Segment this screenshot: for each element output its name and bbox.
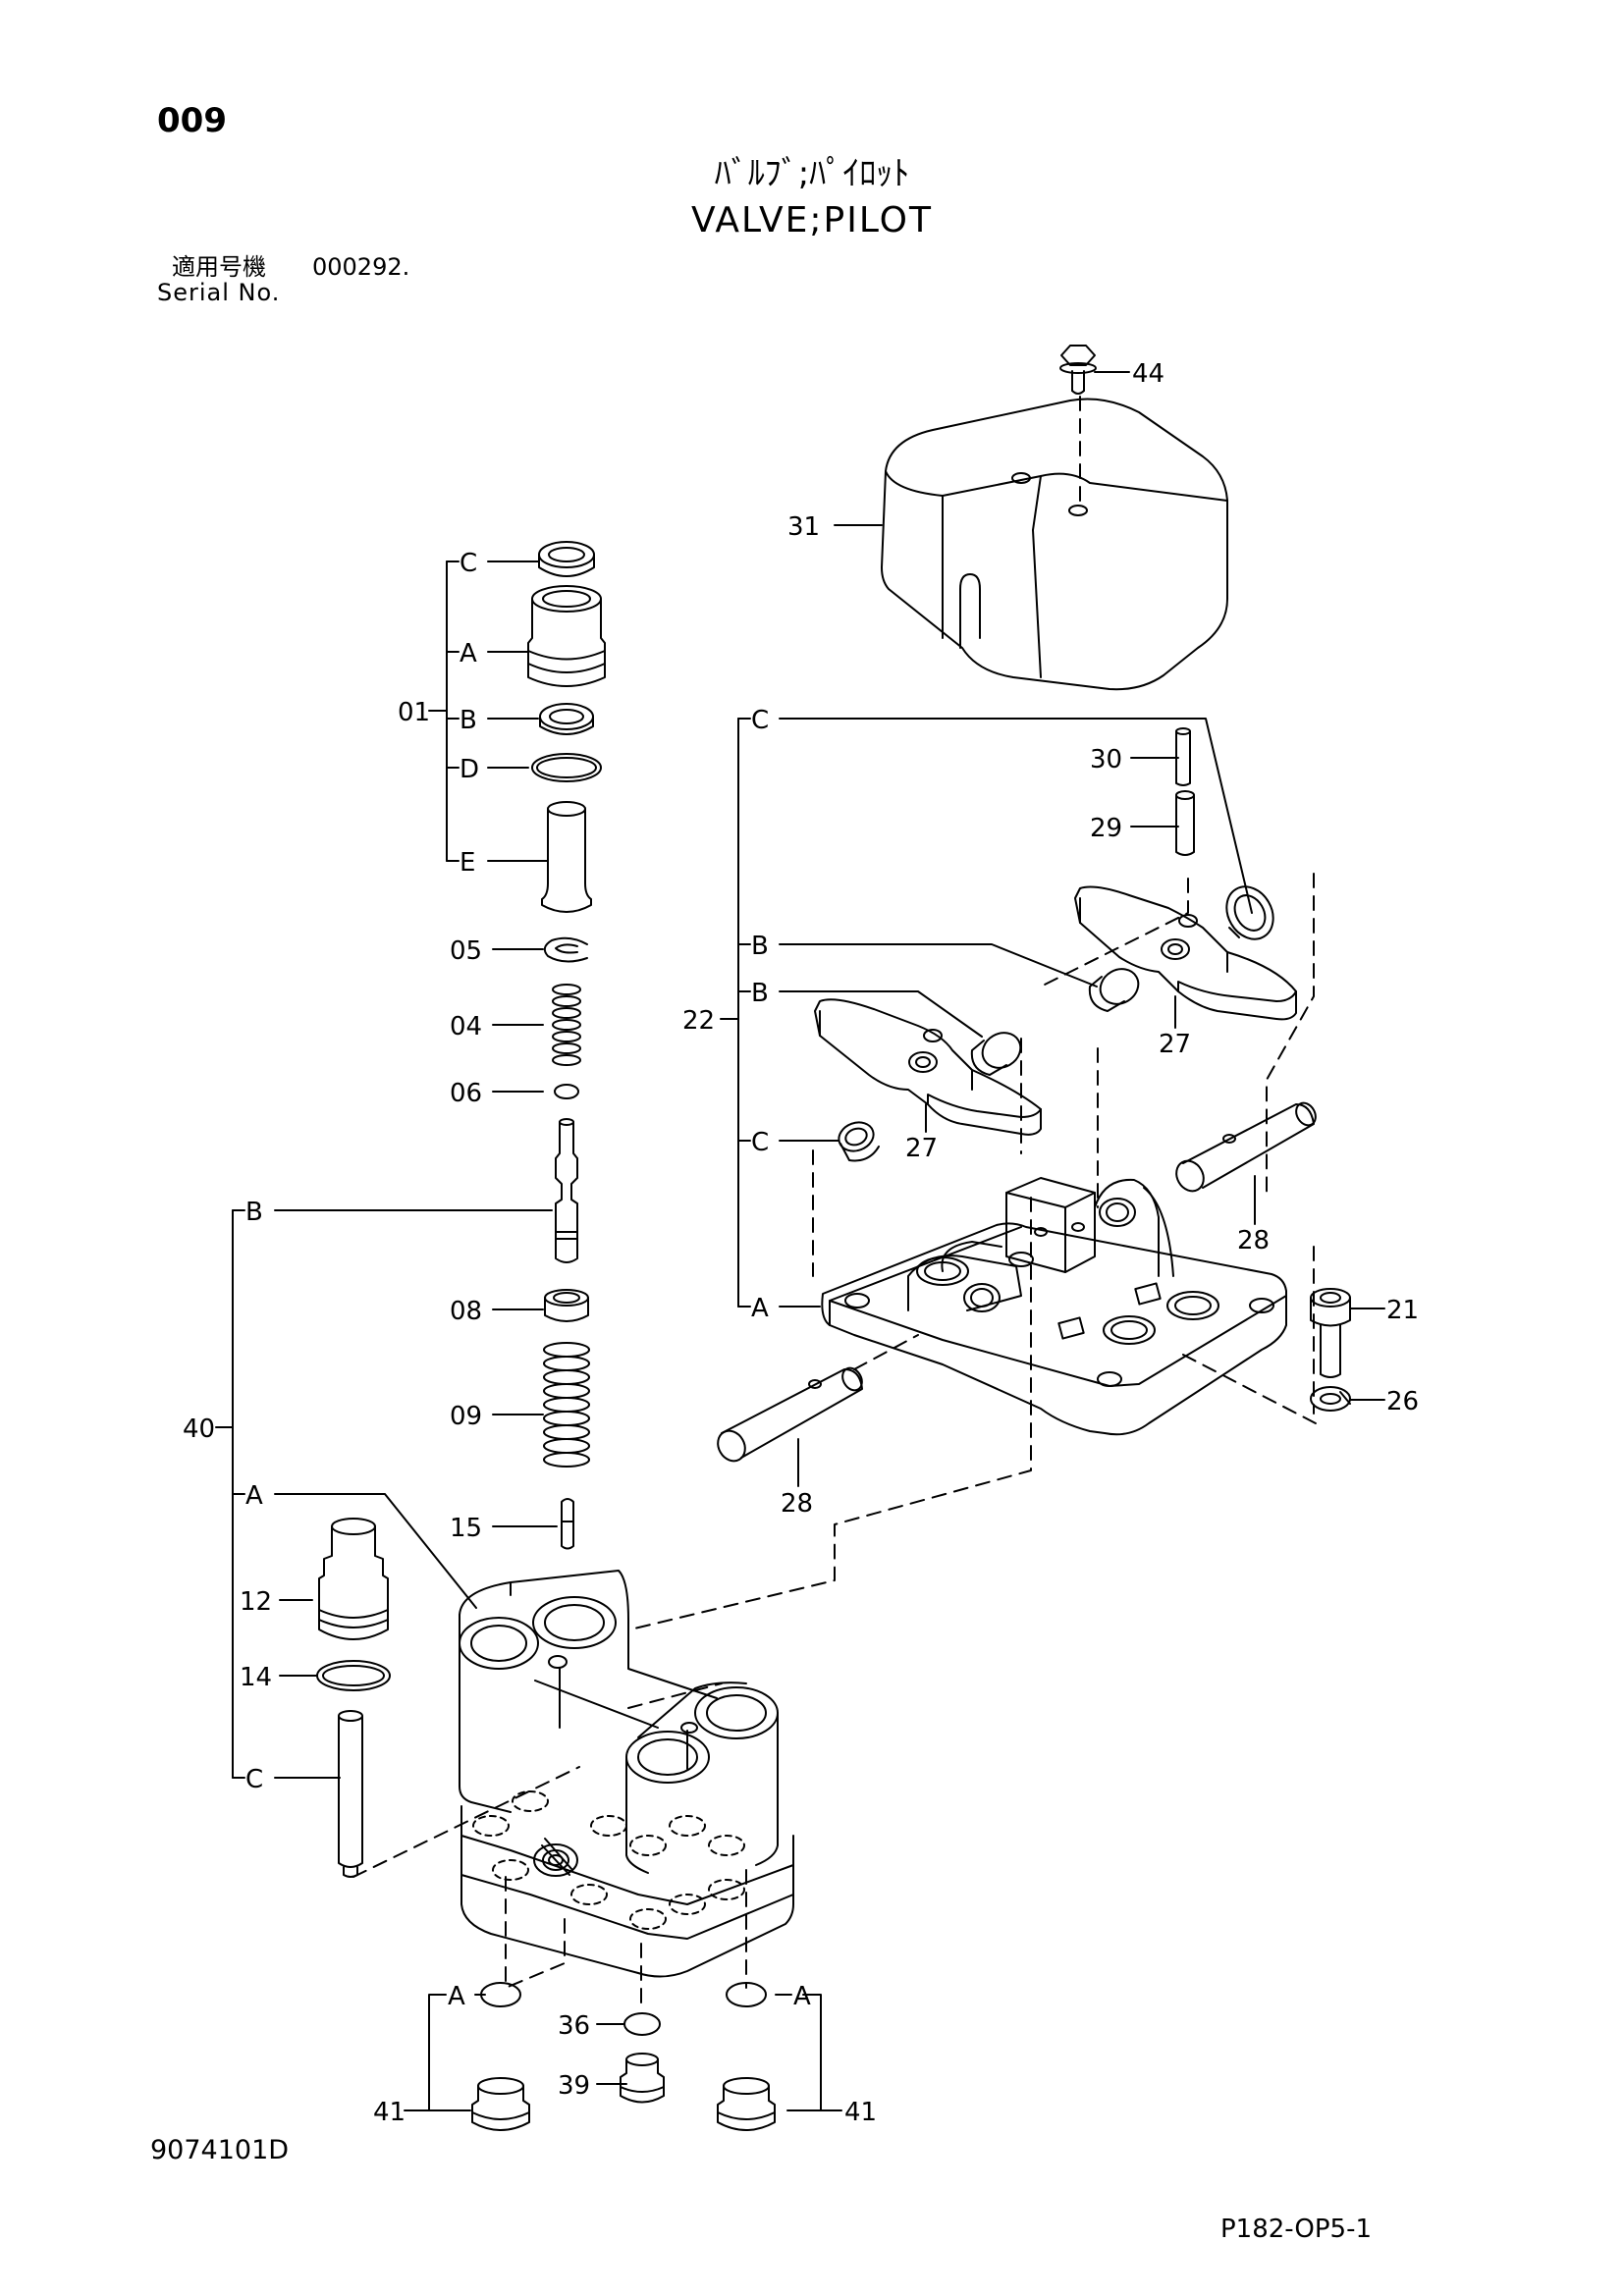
- callout-36: 36: [558, 2011, 590, 2041]
- callout-40-a: A: [245, 1481, 263, 1511]
- part-26-washer: [1310, 1386, 1351, 1412]
- callout-01-a: A: [460, 639, 477, 668]
- callout-41-right: 41: [844, 2098, 877, 2127]
- callout-22-a: A: [751, 1294, 769, 1323]
- callout-06: 06: [450, 1079, 482, 1108]
- part-28-pin-left: [717, 1366, 863, 1463]
- callout-12: 12: [240, 1587, 272, 1617]
- part-27-left-plate: [814, 998, 1042, 1136]
- part-28-pin-right: [1175, 1101, 1317, 1193]
- callout-01: 01: [398, 698, 430, 727]
- callout-44: 44: [1132, 359, 1164, 389]
- callout-21: 21: [1386, 1296, 1419, 1325]
- title-english: VALVE;PILOT: [691, 200, 933, 240]
- part-22b-bushing-right: [1088, 968, 1140, 1012]
- part-22c-bushing-left: [838, 1121, 880, 1162]
- callout-01-c: C: [460, 549, 477, 578]
- part-41-plug-right: [717, 2077, 776, 2131]
- part-40a-casing: [459, 1570, 794, 1978]
- part-a-o-ring-right: [726, 1982, 767, 2007]
- part-a-o-ring-left: [480, 1982, 521, 2007]
- part-36-o-ring: [623, 2012, 661, 2036]
- callout-22-c-upper: C: [751, 706, 769, 735]
- part-06-washer: [554, 1084, 579, 1099]
- callout-41-right-a: A: [793, 1982, 811, 2011]
- callout-08: 08: [450, 1297, 482, 1326]
- callout-22-b-upper: B: [751, 932, 769, 961]
- callout-14: 14: [240, 1663, 272, 1692]
- part-40b-spool: [555, 1118, 578, 1263]
- part-22b-bushing-left: [970, 1032, 1022, 1076]
- serial-label-japanese: 適用号機: [172, 253, 266, 281]
- callout-28-right: 28: [1237, 1226, 1270, 1255]
- callout-27-right: 27: [1159, 1030, 1191, 1059]
- callout-41-left: 41: [373, 2098, 406, 2127]
- callout-22-b-lower: B: [751, 979, 769, 1008]
- part-29-pin: [1175, 790, 1195, 856]
- assembly-dashed-lines: [352, 396, 1317, 2008]
- callout-26: 26: [1386, 1387, 1419, 1416]
- part-21-socket-bolt: [1310, 1288, 1351, 1378]
- callout-09: 09: [450, 1402, 482, 1431]
- page-code: P182-OP5-1: [1220, 2215, 1373, 2244]
- part-09-return-spring: [543, 1342, 590, 1468]
- part-14-o-ring: [316, 1660, 391, 1691]
- drawing-number: 9074101D: [150, 2135, 290, 2165]
- callout-28-left: 28: [781, 1489, 813, 1519]
- part-31-cover: [881, 398, 1228, 691]
- page-number: 009: [157, 101, 227, 140]
- callout-30: 30: [1090, 745, 1122, 774]
- callout-04: 04: [450, 1012, 482, 1041]
- callout-01-e: E: [460, 848, 475, 878]
- part-40c-pin: [338, 1710, 363, 1878]
- part-15-pin: [561, 1498, 574, 1550]
- leader-lines: [215, 371, 1385, 2111]
- callout-39: 39: [558, 2071, 590, 2101]
- callout-29: 29: [1090, 814, 1122, 843]
- callout-22: 22: [682, 1006, 715, 1036]
- title-japanese: ﾊﾞﾙﾌﾞ;ﾊﾟｲﾛｯﾄ: [714, 154, 910, 193]
- part-30-pin: [1175, 727, 1191, 786]
- serial-label-english: Serial No.: [157, 279, 281, 306]
- part-22c-bushing-right: [1225, 885, 1274, 940]
- part-04-spring: [552, 984, 581, 1066]
- serial-number-value: 000292.: [312, 253, 410, 281]
- callout-27-left: 27: [905, 1134, 938, 1163]
- part-41-plug-left: [471, 2077, 530, 2131]
- callout-31: 31: [787, 512, 820, 542]
- callout-01-b: B: [460, 706, 477, 735]
- callout-41-left-a: A: [448, 1982, 465, 2011]
- part-12-plug: [318, 1518, 389, 1640]
- part-08-spring-seat: [544, 1289, 589, 1322]
- part-22a-base-plate: [821, 1177, 1287, 1436]
- callout-labels: 44 31 C A 01 B D E 05 04 06 B 08 09 40 A…: [183, 359, 1419, 2127]
- part-39-plug: [620, 2053, 665, 2104]
- part-44-bolt: [1059, 345, 1097, 395]
- part-01-spool-set: [527, 541, 606, 913]
- callout-40-c: C: [245, 1765, 263, 1794]
- callout-01-d: D: [460, 755, 479, 784]
- callout-05: 05: [450, 936, 482, 966]
- callout-15: 15: [450, 1514, 482, 1543]
- part-27-right-plate: [1074, 885, 1297, 1021]
- part-05-snap-ring: [543, 936, 588, 963]
- callout-22-c-lower: C: [751, 1128, 769, 1157]
- callout-40-b: B: [245, 1198, 263, 1227]
- callout-40: 40: [183, 1415, 215, 1444]
